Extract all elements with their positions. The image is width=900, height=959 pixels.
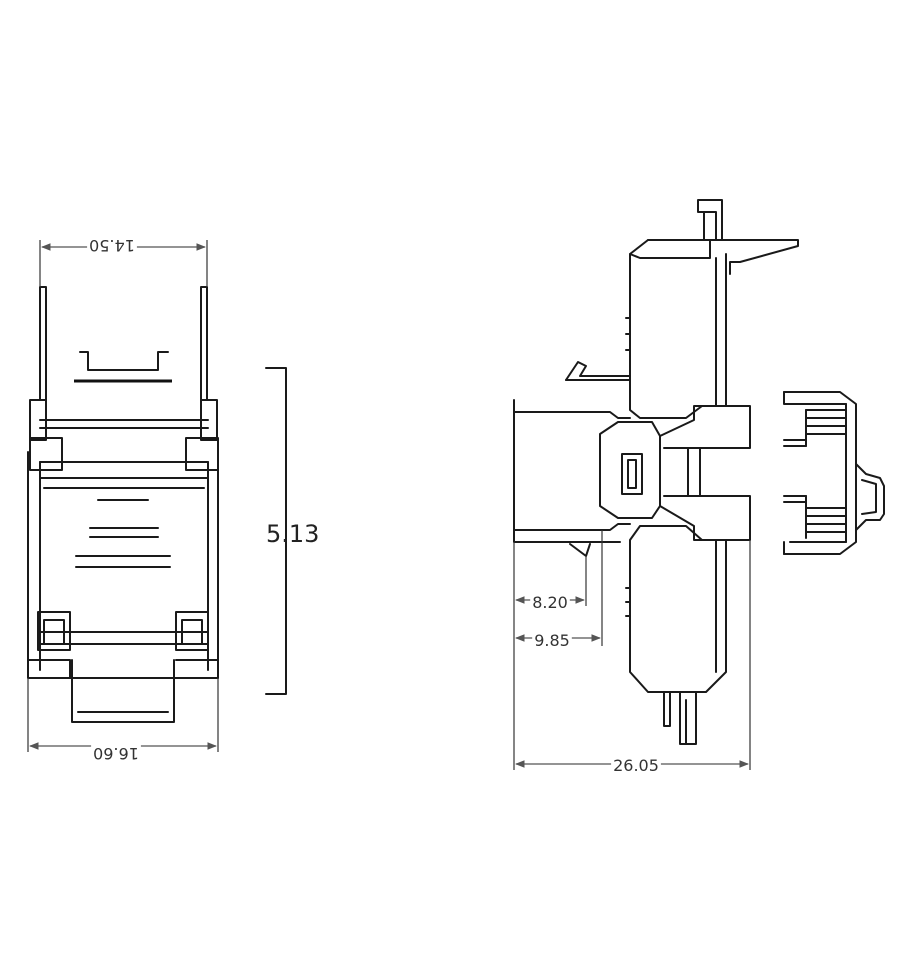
dim-label-depth-b: 9.85 (534, 631, 570, 650)
front-view (27, 286, 219, 723)
dim-label-height: 5.13 (266, 520, 319, 548)
dim-height: 5.13 (265, 367, 319, 695)
dim-top-width: 14.50 (39, 236, 208, 287)
dim-label-bottom-width: 16.60 (93, 744, 139, 763)
dim-label-backing (611, 756, 661, 775)
dim-depth-a: 8.20 (513, 542, 587, 612)
dim-bottom-width: 16.60 (27, 678, 219, 763)
dim-label-backing (91, 744, 141, 763)
side-view (513, 199, 885, 745)
dim-label-total-length: 26.05 (613, 756, 659, 775)
dim-label-top-width: 14.50 (89, 236, 135, 255)
dim-label-backing (87, 236, 137, 255)
dim-label-backing (532, 631, 572, 650)
dim-total-length: 26.05 (513, 540, 751, 775)
dim-label-depth-a: 8.20 (532, 593, 568, 612)
dim-label-backing (530, 593, 570, 612)
dim-depth-b: 9.85 (513, 530, 603, 650)
